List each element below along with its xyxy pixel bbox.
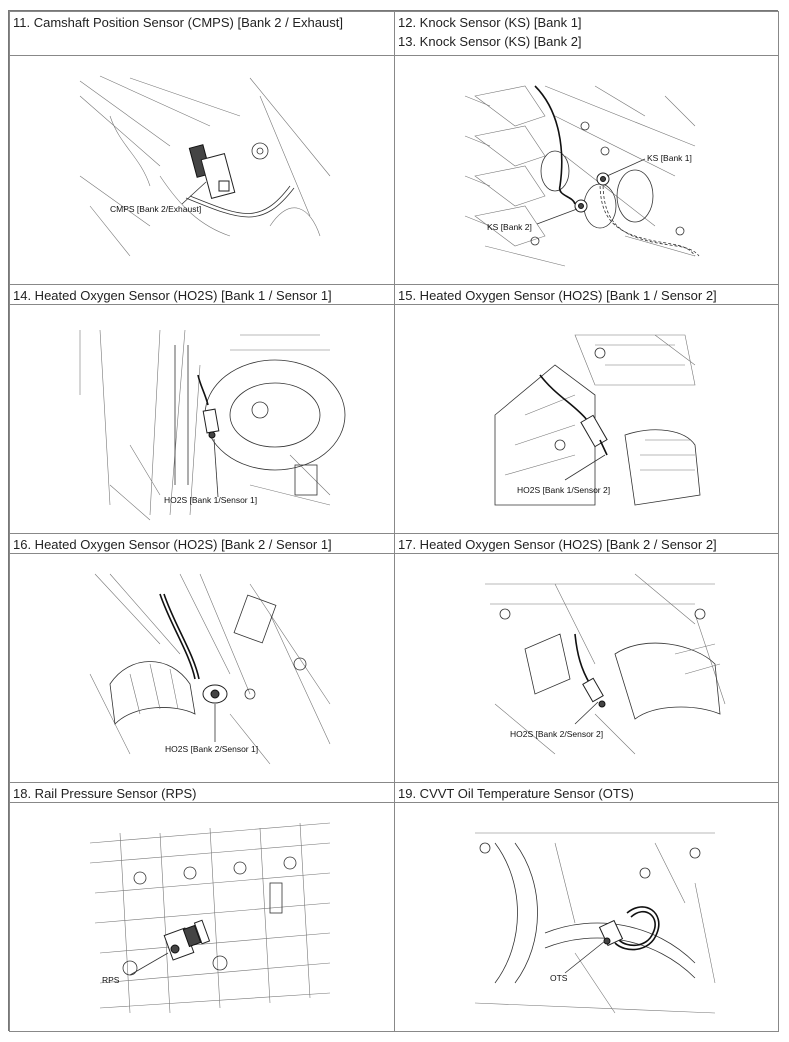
callout-label: KS [Bank 2] [487, 222, 532, 232]
cell-title-ho2s-b1s1: 14. Heated Oxygen Sensor (HO2S) [Bank 1 … [9, 284, 395, 305]
diagram-ots: OTS [394, 802, 779, 1032]
cell-title-ho2s-b2s2: 17. Heated Oxygen Sensor (HO2S) [Bank 2 … [394, 533, 779, 554]
engine-linework [79, 329, 346, 521]
knock-sensor-bank2 [574, 199, 588, 213]
callout-leader [606, 158, 646, 177]
title-line: 14. Heated Oxygen Sensor (HO2S) [Bank 1 … [13, 288, 332, 303]
callout-label: HO2S [Bank 2/Sensor 2] [510, 729, 603, 739]
oil-temperature-sensor [598, 919, 624, 947]
cell-title-ho2s-b1s2: 15. Heated Oxygen Sensor (HO2S) [Bank 1 … [394, 284, 779, 305]
ho2s-b1s1-sensor [197, 374, 220, 439]
callout-label: KS [Bank 1] [647, 153, 692, 163]
ks-bank1-harness [599, 180, 696, 257]
callout-leader [564, 940, 606, 974]
title-line: 12. Knock Sensor (KS) [Bank 1] [398, 15, 582, 30]
engine-linework [464, 85, 696, 267]
ots-harness [614, 906, 660, 951]
engine-linework [79, 75, 331, 257]
diagram-ho2s-b1s2: HO2S [Bank 1/Sensor 2] [394, 304, 779, 534]
ho2s-b2s1-harness [159, 593, 196, 680]
engine-linework [89, 822, 331, 1014]
callout-leader [564, 454, 606, 481]
cell-title-cmps: 11. Camshaft Position Sensor (CMPS) [Ban… [9, 11, 395, 56]
cell-title-ho2s-b2s1: 16. Heated Oxygen Sensor (HO2S) [Bank 2 … [9, 533, 395, 554]
engine-linework [474, 832, 716, 1014]
title-line: 13. Knock Sensor (KS) [Bank 2] [398, 34, 582, 49]
callout-leader [213, 438, 219, 498]
callout-label: RPS [102, 975, 120, 985]
diagram-rps: RPS [9, 802, 395, 1032]
callout-leader [181, 181, 207, 205]
engine-linework [494, 334, 701, 506]
cmps-sensor [188, 144, 236, 200]
callout-leader [536, 208, 578, 225]
cell-title-rps: 18. Rail Pressure Sensor (RPS) [9, 782, 395, 803]
ho2s-b2s2-sensor [582, 677, 606, 708]
title-line: 17. Heated Oxygen Sensor (HO2S) [Bank 2 … [398, 537, 717, 552]
cell-title-knock-sensors: 12. Knock Sensor (KS) [Bank 1] 13. Knock… [394, 11, 779, 56]
callout-label: OTS [550, 973, 568, 983]
sensor-location-table: 11. Camshaft Position Sensor (CMPS) [Ban… [8, 10, 779, 1032]
engine-linework [485, 573, 726, 755]
title-line: 19. CVVT Oil Temperature Sensor (OTS) [398, 786, 634, 801]
diagram-knock-sensors: KS [Bank 1] KS [Bank 2] [394, 55, 779, 285]
diagram-cmps: CMPS [Bank 2/Exhaust] [9, 55, 395, 285]
engine-linework [89, 573, 331, 765]
ks-bank2-harness [534, 85, 576, 205]
diagram-ho2s-b2s1: HO2S [Bank 2/Sensor 1] [9, 553, 395, 783]
diagram-ho2s-b1s1: HO2S [Bank 1/Sensor 1] [9, 304, 395, 534]
callout-label: HO2S [Bank 1/Sensor 2] [517, 485, 610, 495]
callout-label: CMPS [Bank 2/Exhaust] [110, 204, 201, 214]
title-line: 15. Heated Oxygen Sensor (HO2S) [Bank 1 … [398, 288, 717, 303]
cell-title-ots: 19. CVVT Oil Temperature Sensor (OTS) [394, 782, 779, 803]
callout-leader [574, 701, 599, 725]
title-line: 11. Camshaft Position Sensor (CMPS) [Ban… [13, 15, 343, 30]
title-line: 16. Heated Oxygen Sensor (HO2S) [Bank 2 … [13, 537, 332, 552]
diagram-ho2s-b2s2: HO2S [Bank 2/Sensor 2] [394, 553, 779, 783]
knock-sensor-bank1 [596, 172, 610, 186]
title-line: 18. Rail Pressure Sensor (RPS) [13, 786, 197, 801]
callout-leader [129, 952, 169, 976]
callout-label: HO2S [Bank 1/Sensor 1] [164, 495, 257, 505]
ho2s-b2s1-sensor [202, 684, 228, 704]
callout-label: HO2S [Bank 2/Sensor 1] [165, 744, 258, 754]
ho2s-b2s2-harness [574, 633, 591, 685]
ho2s-b1s2-sensor [539, 374, 608, 456]
rail-pressure-sensor [163, 919, 211, 961]
